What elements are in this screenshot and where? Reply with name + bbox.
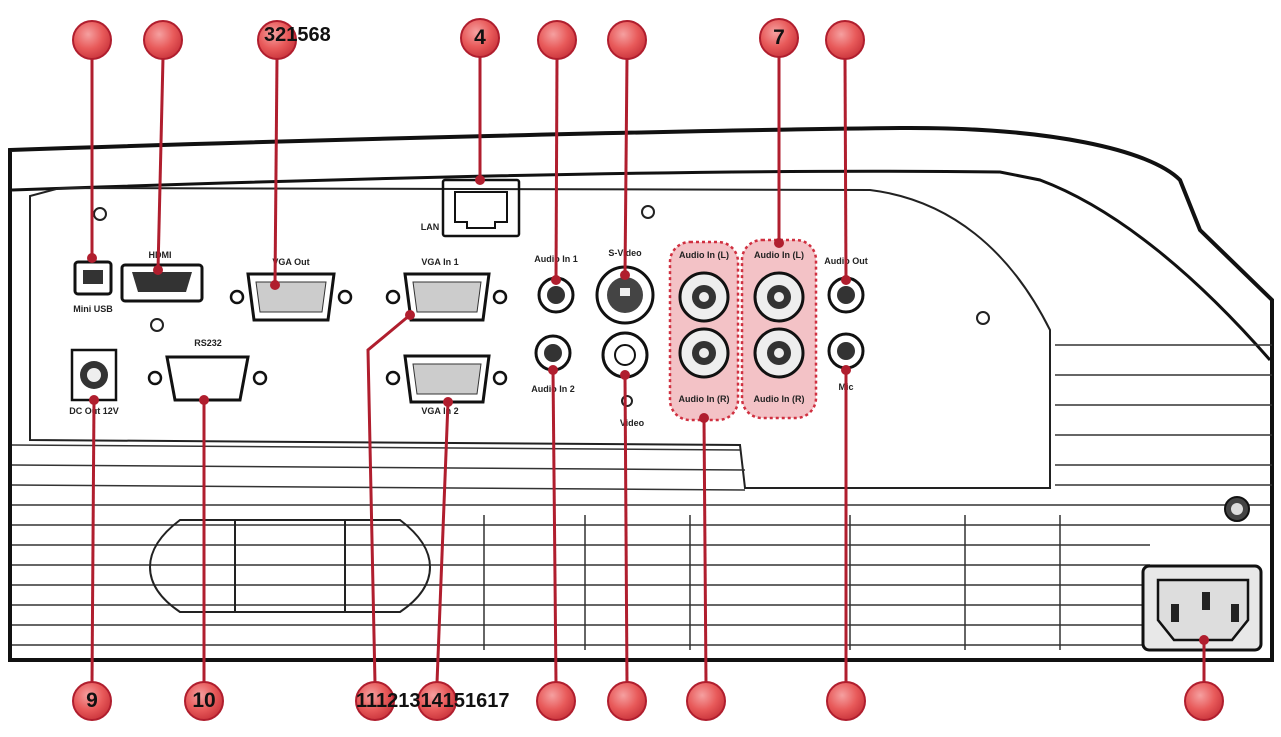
- video-label: Video: [620, 418, 645, 428]
- leader-dot-vgain1: [405, 310, 415, 320]
- vga-in-2-port: VGA In 2: [385, 354, 508, 416]
- header-text: 321568: [264, 24, 331, 46]
- hdmi-label: HDMI: [149, 250, 172, 260]
- vent-fins: [11, 344, 1272, 646]
- leader-video: [623, 374, 629, 684]
- audio-in-l-2-label: Audio In (L): [754, 250, 804, 260]
- callouts: [72, 18, 1224, 721]
- callout-audioin1: [537, 20, 577, 60]
- audio-group-1: Audio In (L) Audio In (R): [668, 240, 740, 422]
- callout-audioinl: [759, 18, 799, 58]
- callout-audioout: [825, 20, 865, 60]
- callout-number-audioinl: 7: [773, 26, 785, 49]
- leader-dot-audioinr: [699, 413, 709, 423]
- callout-audioin2: [536, 681, 576, 721]
- callout-vgain2: [417, 681, 457, 721]
- leader-dot-audioout: [841, 275, 851, 285]
- lan-label: LAN: [421, 222, 440, 232]
- leader-dot-dcout: [89, 395, 99, 405]
- footer-text: 11121314151617: [356, 690, 510, 712]
- leader-svideo: [623, 57, 629, 276]
- callout-dcout: [72, 681, 112, 721]
- callout-number-dcout: 9: [86, 689, 98, 712]
- leader-dot-mic: [841, 365, 851, 375]
- leader-lines: [87, 56, 1209, 684]
- mini-usb-label: Mini USB: [73, 304, 113, 314]
- callout-lan: [460, 18, 500, 58]
- callout-hdmi: [143, 20, 183, 60]
- leader-dot-audioin1: [551, 275, 561, 285]
- leader-vgaout: [273, 57, 279, 286]
- projector-body: [8, 125, 1274, 662]
- leader-hdmi: [156, 57, 165, 271]
- leader-dot-video: [620, 370, 630, 380]
- leader-dot-vgaout: [270, 280, 280, 290]
- rs232-port: RS232: [147, 338, 268, 402]
- hdmi-port: HDMI: [120, 250, 204, 303]
- callout-svideo: [607, 20, 647, 60]
- rs232-label: RS232: [194, 338, 222, 348]
- leader-audioout: [843, 57, 848, 281]
- leader-vgain2: [435, 401, 450, 684]
- vga-in-1-port: VGA In 1: [385, 257, 508, 322]
- audio-in-l-1-label: Audio In (L): [679, 250, 729, 260]
- leader-dot-lan: [475, 175, 485, 185]
- leader-audioin2: [551, 369, 558, 684]
- audio-group-2: Audio In (L) Audio In (R): [740, 238, 818, 420]
- vga-in-2-label: VGA In 2: [421, 406, 458, 416]
- leader-dot-rs232: [199, 395, 209, 405]
- audio-in-r-2-label: Audio In (R): [754, 394, 805, 404]
- vga-out-label: VGA Out: [272, 257, 309, 267]
- callout-power: [1184, 681, 1224, 721]
- leader-dot-vgain2: [443, 397, 453, 407]
- callout-usb: [72, 20, 112, 60]
- leader-dot-usb: [87, 253, 97, 263]
- callout-vgain1: [355, 681, 395, 721]
- callout-vgaout: [257, 20, 297, 60]
- callout-audioinr: [686, 681, 726, 721]
- callout-number-rs232: 10: [192, 689, 216, 712]
- leader-dcout: [90, 399, 96, 684]
- leader-dot-audioinl: [774, 238, 784, 248]
- callout-rs232: [184, 681, 224, 721]
- leader-vgain1: [366, 313, 411, 684]
- callout-number-lan: 4: [474, 26, 486, 49]
- leader-dot-hdmi: [153, 265, 163, 275]
- leader-dot-audioin2: [548, 365, 558, 375]
- callout-mic: [826, 681, 866, 721]
- leader-audioin1: [554, 57, 559, 281]
- leader-dot-power: [1199, 635, 1209, 645]
- audio-in-r-1-label: Audio In (R): [679, 394, 730, 404]
- leader-audioinr: [702, 417, 708, 684]
- vga-in-1-label: VGA In 1: [421, 257, 458, 267]
- power-inlet: [1141, 564, 1263, 652]
- callout-video: [607, 681, 647, 721]
- leader-dot-svideo: [620, 270, 630, 280]
